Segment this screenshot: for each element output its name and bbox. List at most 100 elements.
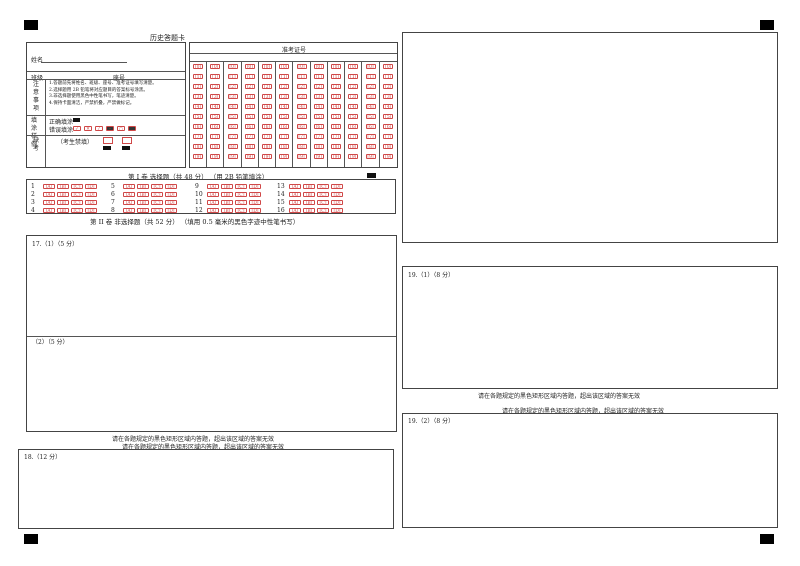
digit-bubble-0[interactable]: [0] xyxy=(365,63,376,70)
digit-bubble-6[interactable]: [6] xyxy=(227,123,238,130)
digit-bubble-1[interactable]: [1] xyxy=(296,73,307,80)
option-bubble-b[interactable]: [B] xyxy=(57,208,69,214)
digit-bubble-7[interactable]: [7] xyxy=(383,133,394,140)
digit-bubble-8[interactable]: [8] xyxy=(244,143,255,150)
digit-bubble-7[interactable]: [7] xyxy=(193,133,203,140)
digit-bubble-0[interactable]: [0] xyxy=(262,63,272,70)
digit-bubble-4[interactable]: [4] xyxy=(193,103,203,110)
digit-bubble-9[interactable]: [9] xyxy=(262,153,272,160)
option-bubble-c[interactable]: [C] xyxy=(151,208,163,214)
digit-bubble-2[interactable]: [2] xyxy=(244,83,255,90)
digit-bubble-4[interactable]: [4] xyxy=(313,103,324,110)
digit-bubble-5[interactable]: [5] xyxy=(313,113,324,120)
digit-bubble-2[interactable]: [2] xyxy=(193,83,203,90)
digit-bubble-2[interactable]: [2] xyxy=(348,83,359,90)
digit-bubble-8[interactable]: [8] xyxy=(227,143,238,150)
digit-bubble-5[interactable]: [5] xyxy=(262,113,272,120)
digit-bubble-4[interactable]: [4] xyxy=(383,103,394,110)
digit-bubble-6[interactable]: [6] xyxy=(331,123,341,130)
digit-bubble-3[interactable]: [3] xyxy=(383,93,394,100)
digit-bubble-2[interactable]: [2] xyxy=(365,83,376,90)
digit-bubble-8[interactable]: [8] xyxy=(262,143,272,150)
option-bubble-b[interactable]: [B] xyxy=(137,192,149,198)
absent-bubble-2[interactable] xyxy=(122,137,132,144)
digit-bubble-9[interactable]: [9] xyxy=(227,153,238,160)
digit-bubble-9[interactable]: [9] xyxy=(210,153,221,160)
digit-bubble-9[interactable]: [9] xyxy=(313,153,324,160)
digit-bubble-2[interactable]: [2] xyxy=(313,83,324,90)
absent-bubble[interactable] xyxy=(103,137,113,144)
digit-bubble-8[interactable]: [8] xyxy=(193,143,203,150)
option-bubble-c[interactable]: [C] xyxy=(235,200,247,206)
digit-bubble-5[interactable]: [5] xyxy=(383,113,394,120)
option-bubble-a[interactable]: [A] xyxy=(123,200,135,206)
digit-bubble-5[interactable]: [5] xyxy=(244,113,255,120)
digit-bubble-9[interactable]: [9] xyxy=(348,153,359,160)
digit-bubble-0[interactable]: [0] xyxy=(348,63,359,70)
digit-bubble-5[interactable]: [5] xyxy=(331,113,341,120)
option-bubble-d[interactable]: [D] xyxy=(331,200,343,206)
digit-bubble-3[interactable]: [3] xyxy=(210,93,221,100)
digit-bubble-6[interactable]: [6] xyxy=(279,123,290,130)
digit-bubble-9[interactable]: [9] xyxy=(244,153,255,160)
digit-bubble-0[interactable]: [0] xyxy=(313,63,324,70)
option-bubble-d[interactable]: [D] xyxy=(165,208,177,214)
digit-bubble-1[interactable]: [1] xyxy=(331,73,341,80)
digit-bubble-1[interactable]: [1] xyxy=(279,73,290,80)
option-bubble-d[interactable]: [D] xyxy=(331,192,343,198)
option-bubble-a[interactable]: [A] xyxy=(207,192,219,198)
option-bubble-c[interactable]: [C] xyxy=(71,208,83,214)
answer-box-q19-2[interactable]: 19.（2）（8 分） xyxy=(402,413,778,528)
option-bubble-c[interactable]: [C] xyxy=(317,184,329,190)
digit-bubble-5[interactable]: [5] xyxy=(227,113,238,120)
digit-bubble-4[interactable]: [4] xyxy=(279,103,290,110)
digit-bubble-7[interactable]: [7] xyxy=(279,133,290,140)
option-bubble-a[interactable]: [A] xyxy=(43,184,55,190)
option-bubble-a[interactable]: [A] xyxy=(43,208,55,214)
digit-bubble-6[interactable]: [6] xyxy=(365,123,376,130)
digit-bubble-3[interactable]: [3] xyxy=(365,93,376,100)
digit-bubble-9[interactable]: [9] xyxy=(383,153,394,160)
option-bubble-b[interactable]: [B] xyxy=(221,208,233,214)
digit-bubble-9[interactable]: [9] xyxy=(296,153,307,160)
digit-bubble-2[interactable]: [2] xyxy=(262,83,272,90)
digit-bubble-8[interactable]: [8] xyxy=(348,143,359,150)
digit-bubble-7[interactable]: [7] xyxy=(227,133,238,140)
option-bubble-c[interactable]: [C] xyxy=(317,208,329,214)
option-bubble-c[interactable]: [C] xyxy=(235,184,247,190)
digit-bubble-3[interactable]: [3] xyxy=(296,93,307,100)
option-bubble-b[interactable]: [B] xyxy=(137,184,149,190)
option-bubble-b[interactable]: [B] xyxy=(221,200,233,206)
digit-bubble-1[interactable]: [1] xyxy=(383,73,394,80)
digit-bubble-6[interactable]: [6] xyxy=(193,123,203,130)
digit-bubble-9[interactable]: [9] xyxy=(193,153,203,160)
digit-bubble-8[interactable]: [8] xyxy=(313,143,324,150)
option-bubble-d[interactable]: [D] xyxy=(331,208,343,214)
option-bubble-a[interactable]: [A] xyxy=(207,208,219,214)
option-bubble-d[interactable]: [D] xyxy=(249,192,261,198)
digit-bubble-5[interactable]: [5] xyxy=(296,113,307,120)
digit-bubble-4[interactable]: [4] xyxy=(296,103,307,110)
digit-bubble-1[interactable]: [1] xyxy=(210,73,221,80)
digit-bubble-6[interactable]: [6] xyxy=(210,123,221,130)
digit-bubble-8[interactable]: [8] xyxy=(365,143,376,150)
digit-bubble-7[interactable]: [7] xyxy=(365,133,376,140)
digit-bubble-3[interactable]: [3] xyxy=(331,93,341,100)
option-bubble-b[interactable]: [B] xyxy=(303,208,315,214)
digit-bubble-7[interactable]: [7] xyxy=(262,133,272,140)
digit-bubble-3[interactable]: [3] xyxy=(227,93,238,100)
option-bubble-d[interactable]: [D] xyxy=(85,208,97,214)
digit-bubble-5[interactable]: [5] xyxy=(193,113,203,120)
option-bubble-b[interactable]: [B] xyxy=(303,184,315,190)
option-bubble-c[interactable]: [C] xyxy=(151,192,163,198)
digit-bubble-4[interactable]: [4] xyxy=(210,103,221,110)
option-bubble-d[interactable]: [D] xyxy=(85,200,97,206)
option-bubble-c[interactable]: [C] xyxy=(151,184,163,190)
digit-bubble-1[interactable]: [1] xyxy=(193,73,203,80)
option-bubble-d[interactable]: [D] xyxy=(165,200,177,206)
digit-bubble-1[interactable]: [1] xyxy=(227,73,238,80)
option-bubble-d[interactable]: [D] xyxy=(165,184,177,190)
digit-bubble-9[interactable]: [9] xyxy=(331,153,341,160)
digit-bubble-0[interactable]: [0] xyxy=(383,63,394,70)
digit-bubble-2[interactable]: [2] xyxy=(296,83,307,90)
